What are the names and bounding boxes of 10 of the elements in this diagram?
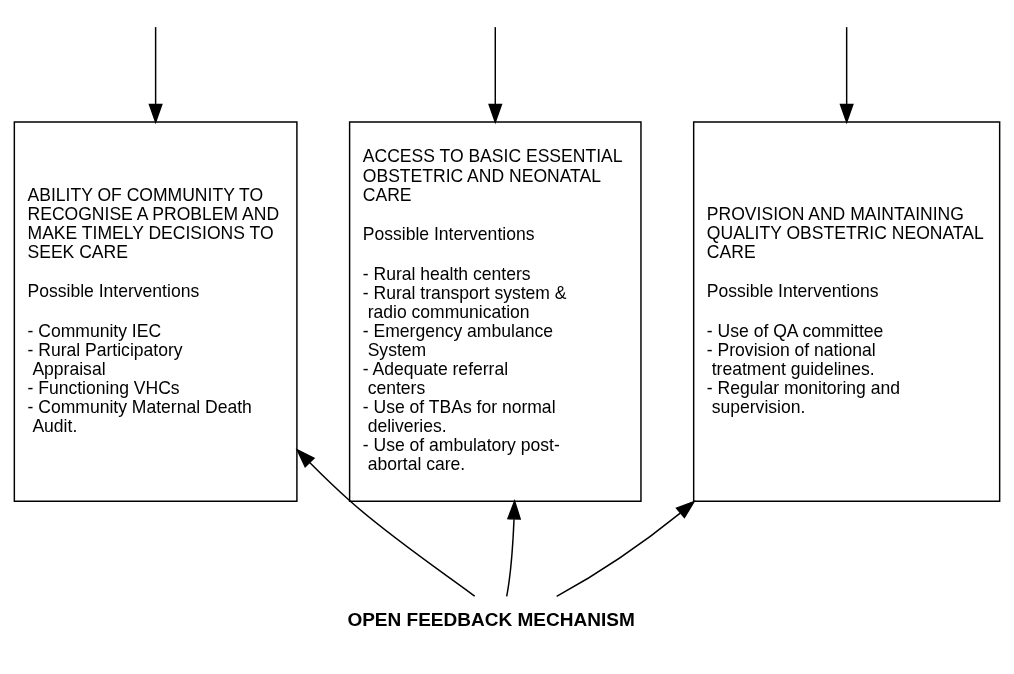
node-box: ACCESS TO BASIC ESSENTIAL OBSTETRIC AND NEONATAL CARE Possible Interventions - Rural health centers - Rural transport system & radio communication - Emergency ambulance System - Adequate referral centers - Use of TBAs for normal deliveries. - Use of ambulatory post-abortal care.: [348, 120, 642, 502]
arrow: [295, 447, 476, 597]
node-box: PROVISION AND MAINTAINING QUALITY OBSTETRIC NEONATAL CARE Possible Interventions - Use of QA committee - Provision of national treatment guidelines. - Regular monitoring and supervision.: [692, 120, 1001, 502]
arrow: [505, 498, 522, 597]
arrow: [839, 25, 854, 124]
arrow: [555, 499, 696, 597]
arrow: [488, 25, 503, 124]
node-box: ABILITY OF COMMUNITY TO RECOGNISE A PROBLEM AND MAKE TIMELY DECISIONS TO SEEK CARE Possible Interventions - Community IEC - Rural Participatory Appraisal - Functioning VHCs - Community Maternal Death Audit.: [13, 120, 298, 502]
node-text: OPEN FEEDBACK MECHANISM: [347, 608, 635, 630]
arrow: [148, 25, 163, 124]
